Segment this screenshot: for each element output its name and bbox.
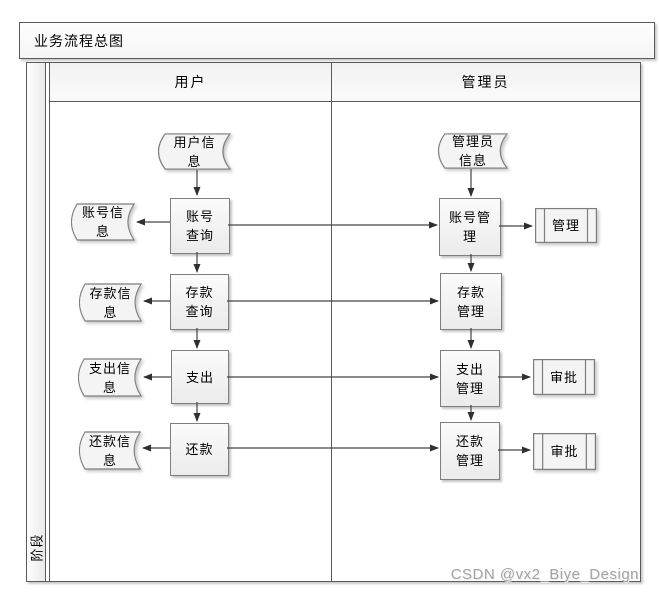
flow-node-account-query: 账号 查询: [170, 198, 230, 254]
node-label: 账号管 理: [448, 210, 491, 244]
flow-node-manage: 管理: [535, 208, 597, 243]
data-store-shape: [438, 133, 508, 169]
node-label: 存款 查询: [185, 285, 214, 319]
node-label: 审批: [549, 369, 578, 385]
flow-node-approve-expense: 审批: [533, 359, 595, 395]
node-label: 还款信 息: [88, 433, 131, 468]
flow-node-deposit-mgmt: 存款 管理: [440, 273, 502, 330]
lane-header-user: 用户: [174, 74, 207, 90]
stage-strip-label: 阶段: [29, 533, 45, 562]
lane-header-admin: 管理员: [461, 74, 510, 90]
node-label: 账号信 息: [81, 205, 124, 239]
flow-node-account-info: 账号信 息: [71, 203, 135, 241]
lane-divider: [331, 63, 332, 581]
node-label: 支出: [185, 369, 214, 385]
flow-node-deposit-info: 存款信 息: [79, 283, 142, 322]
stage-strip: 阶段: [27, 63, 46, 581]
page-title: 业务流程总图: [34, 32, 124, 49]
predefined-process-shape: [533, 433, 596, 470]
flow-node-admin-info: 管理员 信息: [438, 133, 508, 169]
predefined-process-shape: [535, 208, 597, 243]
node-label: 支出 管理: [455, 361, 484, 396]
flow-node-repay-mgmt: 还款 管理: [440, 422, 500, 480]
flow-node-account-mgmt: 账号管 理: [439, 198, 501, 256]
node-label: 账号 查询: [185, 209, 214, 243]
flow-node-expense-mgmt: 支出 管理: [440, 350, 500, 407]
data-store-shape: [79, 431, 141, 470]
lanes-area: 用户 管理员: [49, 63, 640, 581]
node-label: 还款 管理: [455, 434, 484, 468]
lane-header-row: 用户 管理员: [50, 63, 640, 102]
flow-node-expense: 支出: [171, 350, 229, 404]
data-store-shape: [158, 133, 231, 170]
flow-node-repay: 还款: [170, 423, 229, 476]
flow-node-user-info: 用户信 息: [158, 133, 231, 170]
flow-node-expense-info: 支出信 息: [78, 358, 142, 397]
node-label: 存款信 息: [89, 285, 132, 320]
data-store-shape: [71, 203, 135, 241]
flow-node-approve-repay: 审批: [533, 433, 596, 470]
predefined-process-shape: [533, 359, 595, 395]
flow-node-deposit-query: 存款 查询: [170, 274, 229, 330]
node-label: 存款 管理: [456, 284, 485, 319]
node-label: 还款: [185, 442, 214, 457]
node-label: 用户信 息: [173, 134, 216, 169]
node-label: 审批: [550, 444, 579, 459]
watermark: CSDN @vx2_Biye_Design: [450, 566, 639, 583]
data-store-shape: [78, 358, 142, 397]
swimlane-panel: 阶段 用户 管理员: [26, 62, 641, 582]
node-label: 管理员 信息: [451, 134, 494, 168]
node-label: 支出信 息: [88, 360, 131, 395]
data-store-shape: [79, 283, 142, 322]
diagram-title-bar: 业务流程总图: [19, 22, 655, 59]
flow-node-repay-info: 还款信 息: [79, 431, 141, 470]
node-label: 管理: [551, 218, 580, 233]
